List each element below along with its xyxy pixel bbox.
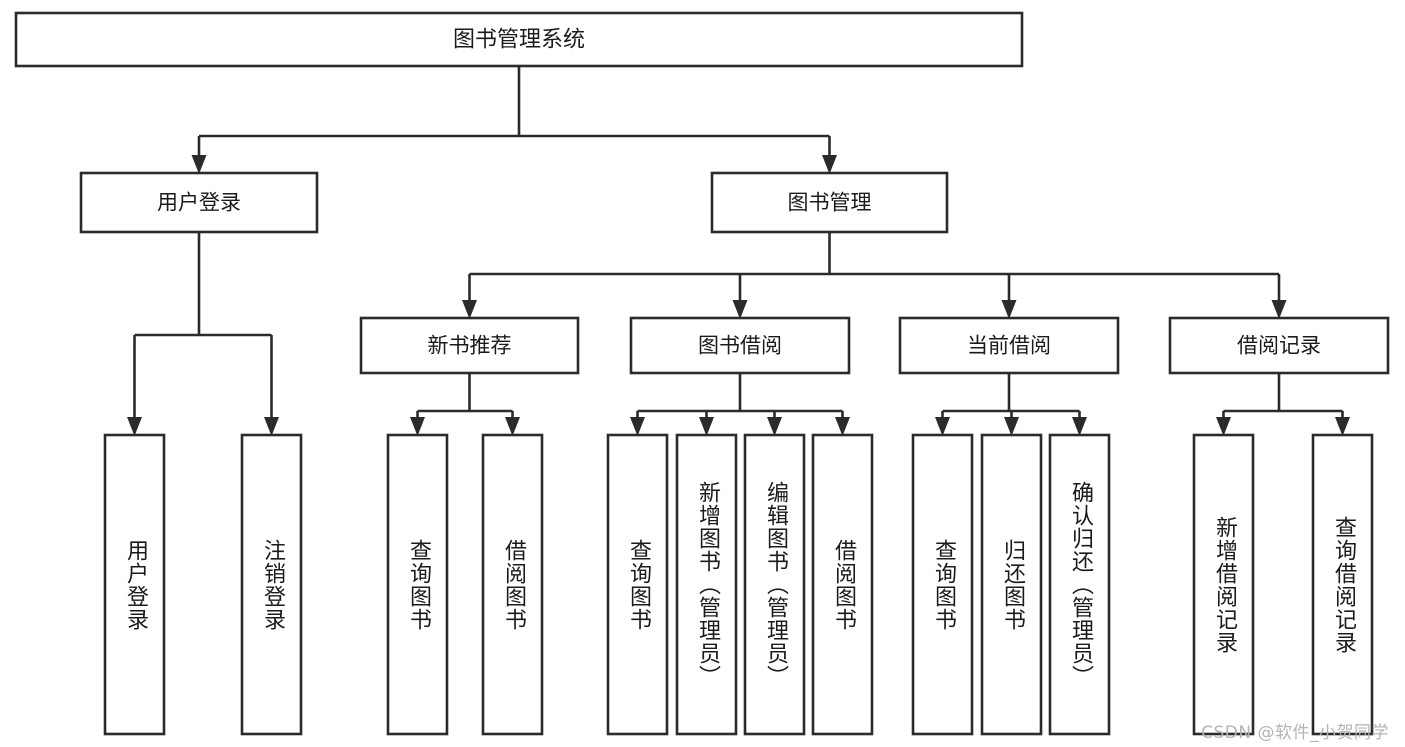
node-book-management[interactable] (710, 171, 949, 234)
leaf-leaf-query-book-1[interactable] (386, 433, 449, 736)
leaf-leaf-confirm-return[interactable] (1048, 433, 1111, 736)
arrow-head-icon (699, 417, 714, 436)
connectors-layer (127, 66, 1350, 436)
arrow-head-icon (1216, 417, 1231, 436)
leaf-leaf-query-book-3[interactable] (911, 433, 974, 736)
node-user-login[interactable] (79, 171, 319, 234)
arrow-head-icon (1001, 300, 1017, 319)
arrow-head-icon (835, 417, 850, 436)
arrow-head-icon (822, 155, 837, 174)
node-label-root: 图书管理系统 (453, 28, 585, 53)
node-label-user-login: 用户登录 (157, 191, 241, 215)
arrow-head-icon (935, 417, 950, 436)
leaf-leaf-add-book[interactable] (675, 433, 738, 736)
arrow-head-icon (1271, 300, 1287, 319)
leaf-leaf-query-book-2[interactable] (606, 433, 669, 736)
arrow-head-icon (264, 417, 279, 436)
node-current-borrow[interactable] (898, 316, 1120, 375)
leaf-leaf-query-record[interactable] (1311, 433, 1374, 736)
node-label-current-borrow: 当前借阅 (967, 334, 1051, 358)
node-label-borrow-record: 借阅记录 (1237, 334, 1321, 358)
leaf-leaf-add-record[interactable] (1192, 433, 1255, 736)
arrow-head-icon (410, 417, 425, 436)
arrow-head-icon (1004, 417, 1019, 436)
node-label-new-book-recommend: 新书推荐 (428, 334, 512, 358)
leaf-leaf-borrow-book-1[interactable] (481, 433, 544, 736)
node-label-book-management: 图书管理 (788, 191, 872, 215)
arrow-head-icon (630, 417, 645, 436)
arrow-head-icon (462, 300, 477, 319)
leaf-leaf-edit-book[interactable] (743, 433, 806, 736)
node-borrow-record[interactable] (1168, 316, 1390, 375)
node-book-borrow[interactable] (629, 316, 851, 375)
arrow-head-icon (1072, 417, 1087, 436)
arrow-head-icon (191, 155, 207, 174)
leaf-leaf-logout[interactable] (240, 433, 303, 736)
arrow-head-icon (1335, 417, 1350, 436)
arrow-head-icon (767, 417, 782, 436)
csdn-watermark: CSDN @软件_小贺同学 (1201, 723, 1389, 743)
node-label-book-borrow: 图书借阅 (698, 334, 782, 358)
leaf-leaf-return-book[interactable] (980, 433, 1043, 736)
leaf-leaf-user-login[interactable] (103, 433, 166, 736)
arrow-head-icon (732, 300, 748, 319)
node-new-book-recommend[interactable] (359, 316, 580, 375)
arrow-head-icon (505, 417, 520, 436)
leaf-leaf-borrow-book-2[interactable] (811, 433, 874, 736)
boxes-layer (14, 11, 1390, 736)
arrow-head-icon (127, 417, 142, 436)
node-root-root[interactable] (14, 11, 1024, 68)
